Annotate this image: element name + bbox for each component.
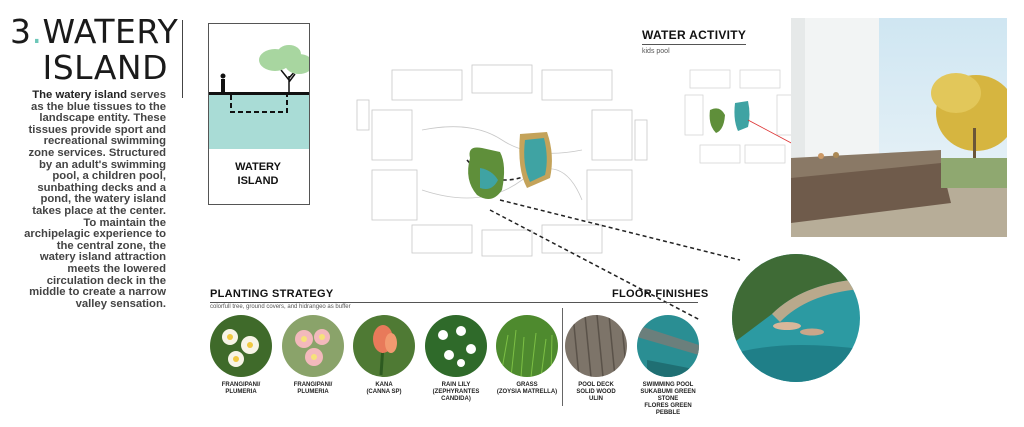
person-silhouette-icon: [220, 73, 226, 92]
plant-label-line-2: (ZOYSIA MATRELLA): [496, 389, 558, 395]
tree-icon: [259, 45, 313, 92]
floor-label-line-2: SOLID WOOD: [576, 389, 616, 395]
floor-label-line-3: FLORES GREEN PEBBLE: [644, 403, 692, 416]
pool-zoom-photo: [732, 254, 860, 382]
page-title: 3.WATERY ISLAND: [10, 12, 178, 87]
plant-label-line-2: (ZEPHYRANTES CANDIDA): [432, 389, 480, 402]
section-diagram: [209, 45, 313, 149]
card-label-line-2: ISLAND: [237, 175, 279, 187]
green-stone-photo: [637, 315, 699, 377]
water-activity-title: WATER ACTIVITY: [642, 28, 747, 42]
plant-label-line-2: PLUMERIA: [297, 389, 329, 395]
callout-leader: [489, 199, 741, 321]
island-adult-pool: [468, 147, 505, 199]
title-line-1: WATERY: [42, 12, 179, 51]
planting-strategy-title: PLANTING STRATEGY: [210, 288, 334, 300]
island-kids-pool: [519, 132, 552, 188]
plant-item: FRANGIPANI/PLUMERIA: [208, 315, 274, 396]
plant-label-line-1: RAIN LILY: [441, 382, 471, 388]
plant-label-line-1: KANA: [375, 382, 393, 388]
frangipani-pink-photo: [282, 315, 344, 377]
plant-item: GRASS(ZOYSIA MATRELLA): [494, 315, 560, 396]
title-line-2: ISLAND: [42, 48, 168, 87]
water-volume: [209, 94, 309, 149]
description-lead: The watery island: [32, 89, 128, 101]
description-body: serves as the blue tissues to the landsc…: [24, 89, 166, 310]
kids-pool-photo: [791, 18, 1007, 237]
planting-underline: [210, 302, 698, 303]
grass-photo: [496, 315, 558, 377]
mini-site-plan: [684, 69, 796, 164]
plant-item: RAIN LILY(ZEPHYRANTES CANDIDA): [423, 315, 489, 403]
water-activity-subtitle: kids pool: [642, 48, 670, 55]
planting-subtitle: colorfull tree, ground covers, and hidra…: [210, 304, 351, 310]
plant-label-line-2: PLUMERIA: [225, 389, 257, 395]
planting-floor-separator: [562, 308, 563, 406]
floor-label-line-2: SUKABUMI GREEN STONE: [640, 389, 696, 402]
site-plan: [356, 64, 648, 257]
floor-label-line-1: POOL DECK: [578, 382, 614, 388]
plant-label-line-1: FRANGIPANI/: [293, 382, 333, 388]
ground-line: [209, 92, 309, 95]
diagram-card-label: WATERY ISLAND: [208, 160, 308, 188]
card-label-line-1: WATERY: [235, 161, 281, 173]
wood-deck-photo: [565, 315, 627, 377]
canna-photo: [353, 315, 415, 377]
plant-item: KANA(CANNA SP): [351, 315, 417, 396]
watery-island-diagram-card: [208, 23, 313, 205]
plant-label-line-1: GRASS: [516, 382, 538, 388]
section-number-dot: .: [31, 12, 43, 51]
floor-finishes-title: FLOOR FINISHES: [612, 288, 709, 300]
title-divider: [182, 20, 183, 98]
frangipani-photo: [210, 315, 272, 377]
plant-label-line-2: (CANNA SP): [366, 389, 402, 395]
water-activity-underline: [642, 44, 746, 45]
section-description: The watery island serves as the blue tis…: [20, 89, 166, 310]
floor-label-line-3: ULIN: [589, 396, 603, 402]
floor-label-line-1: SWIMMING POOL: [642, 382, 694, 388]
pool-section-outline: [230, 95, 288, 113]
section-number: 3: [10, 12, 32, 51]
plant-label-line-1: FRANGIPANI/: [221, 382, 261, 388]
plant-item: FRANGIPANI/PLUMERIA: [280, 315, 346, 396]
rain-lily-photo: [425, 315, 487, 377]
